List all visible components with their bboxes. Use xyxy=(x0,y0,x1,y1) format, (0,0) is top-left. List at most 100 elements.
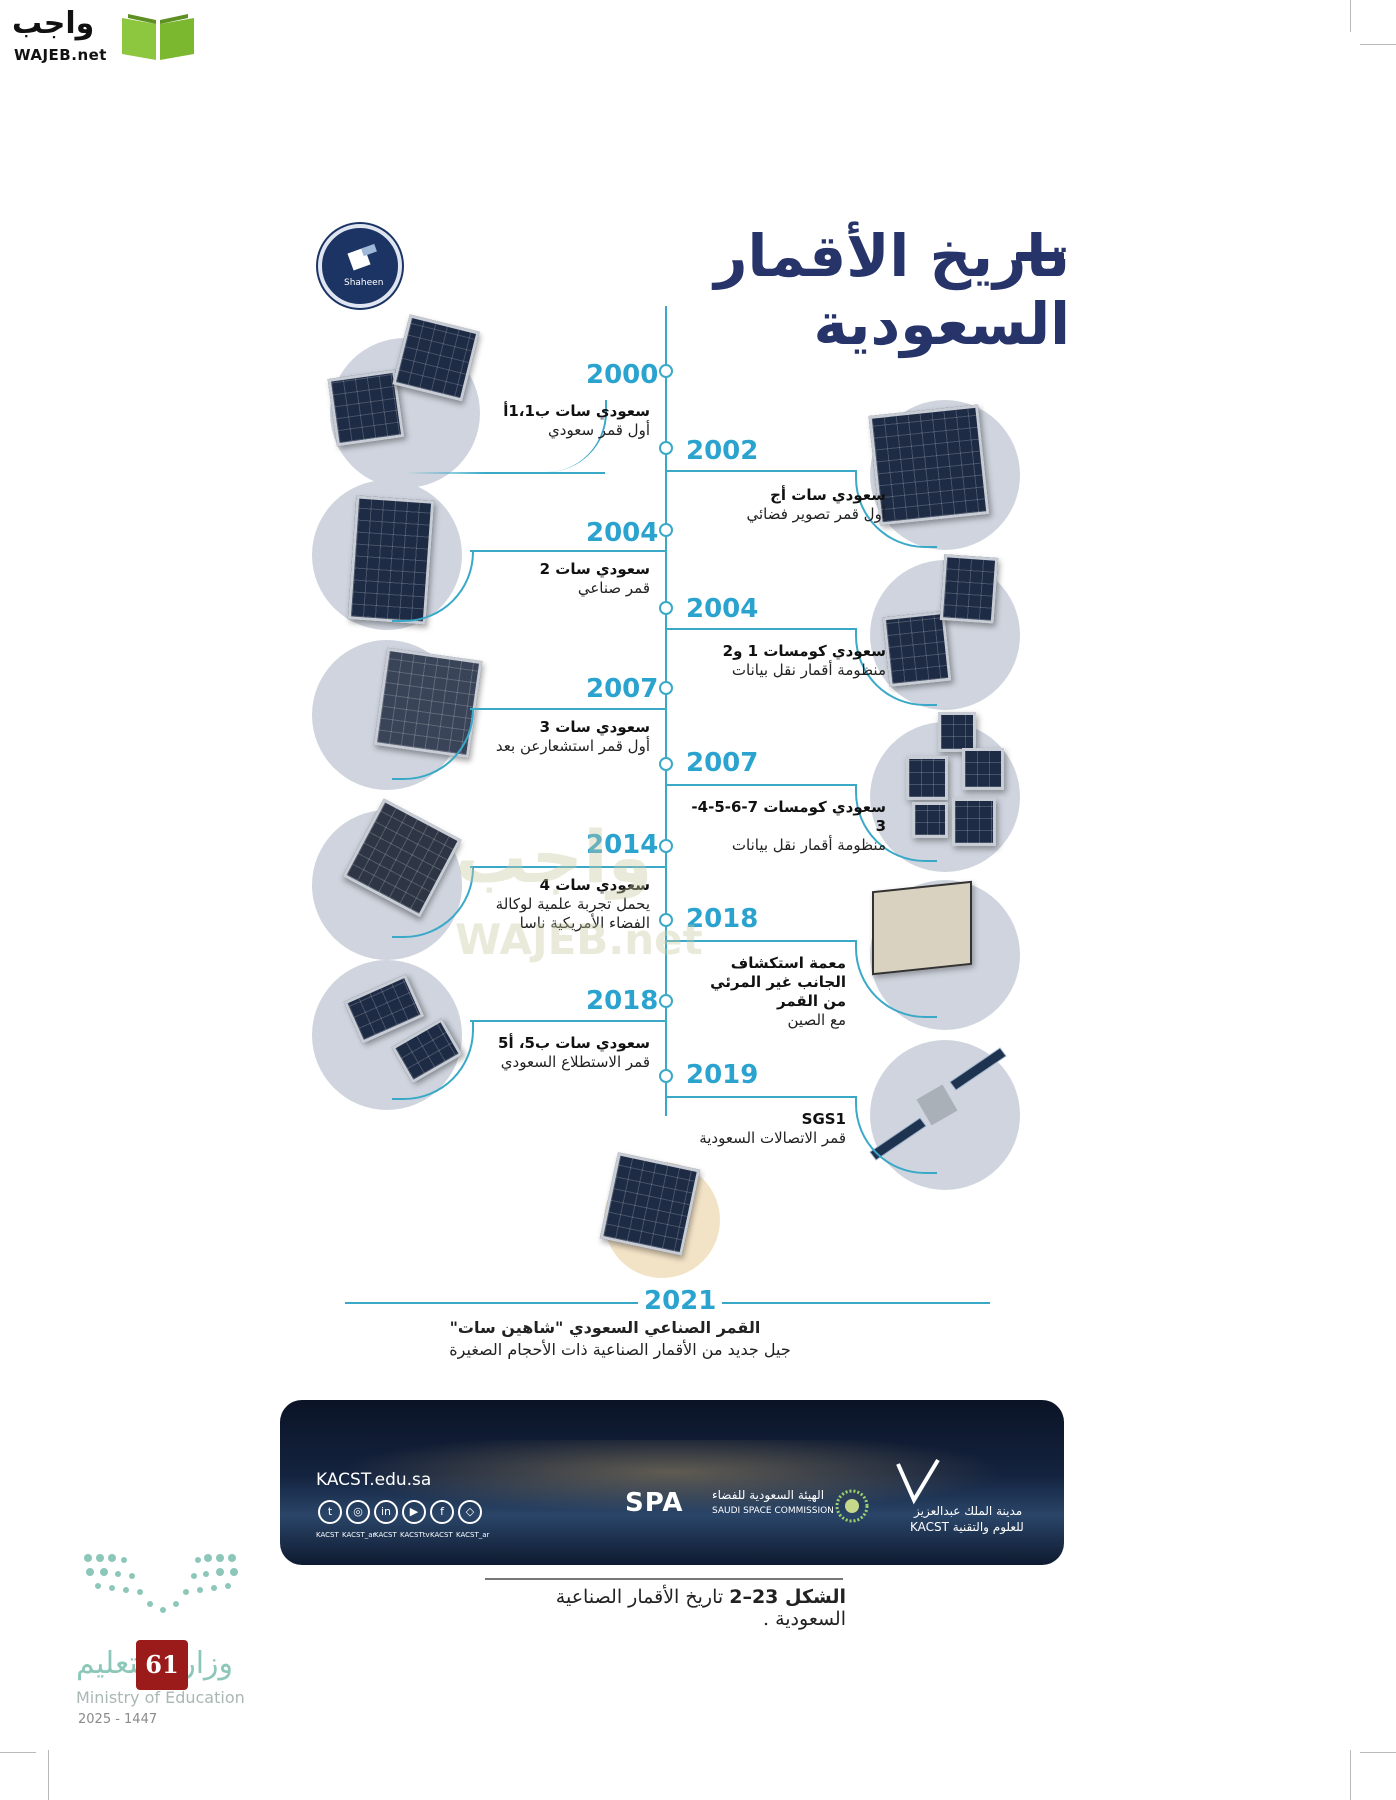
ministry-logo-dots xyxy=(84,1554,238,1613)
event-name: معمة استكشاف الجانب غير المرئي من القمر xyxy=(710,954,846,1010)
social-handle: KACST xyxy=(374,1531,397,1539)
social-handle: KACSTtv xyxy=(400,1531,430,1539)
event-text: معمة استكشاف الجانب غير المرئي من القمر … xyxy=(686,954,846,1030)
event-text: SGS1 قمر الاتصالات السعودية xyxy=(686,1110,846,1148)
connector-line xyxy=(666,784,856,786)
wajeb-watermark: واجب WAJEB.net xyxy=(455,815,965,975)
satellite-icon xyxy=(347,243,377,271)
kacst-url[interactable]: KACST.edu.sa xyxy=(316,1470,432,1490)
kacst-arabic-2: للعلوم والتقنية KACST xyxy=(910,1520,1024,1534)
event-text: سعودي كومسات 7-6-5-4-3 منظومة أقمار نقل … xyxy=(686,798,886,855)
connector-line xyxy=(666,1096,856,1098)
crop-mark xyxy=(1360,44,1396,45)
satellite-image xyxy=(938,712,976,752)
ssc-arabic: الهيئة السعودية للفضاء xyxy=(712,1488,825,1502)
event-desc: قمر الاستطلاع السعودي xyxy=(500,1053,650,1071)
ssc-emblem-icon xyxy=(835,1489,869,1523)
event-desc: منظومة أقمار نقل بيانات xyxy=(731,661,886,679)
event-name: SGS1 xyxy=(801,1110,846,1128)
caption-rule xyxy=(485,1578,843,1580)
event-name: سعودي سات أج xyxy=(770,486,886,504)
connector-line xyxy=(470,866,666,868)
social-handle: KACST_ar xyxy=(456,1531,490,1539)
crop-mark xyxy=(1350,1750,1351,1800)
crop-mark xyxy=(48,1750,49,1800)
event-desc: أول قمر تصوير فضائي xyxy=(746,505,886,523)
event-text: سعودي سات 2 قمر صناعي xyxy=(430,560,650,598)
watermark-arabic: واجب xyxy=(455,815,653,899)
event-name: سعودي سات 2 xyxy=(539,560,650,578)
event-name: سعودي سات ب5، أ5 xyxy=(498,1034,650,1052)
connector-line xyxy=(470,550,666,552)
crop-mark xyxy=(1350,0,1351,32)
figure-caption: الشكل 23–2 تاريخ الأقمار الصناعية السعود… xyxy=(480,1586,846,1630)
event-year: 2018 xyxy=(586,986,659,1016)
event-name: سعودي كومسات 1 و2 xyxy=(722,642,886,660)
ssc-english: SAUDI SPACE COMMISSION xyxy=(712,1506,834,1516)
final-name: القمر الصناعي السعودي "شاهين سات" xyxy=(449,1318,761,1337)
event-name: سعودي سات 4 xyxy=(539,876,650,894)
timeline-dot xyxy=(659,681,673,695)
event-desc: قمر صناعي xyxy=(577,579,650,597)
title-dash xyxy=(1016,252,1064,261)
event-year: 2004 xyxy=(686,594,759,624)
final-desc: جيل جديد من الأقمار الصناعية ذات الأحجام… xyxy=(449,1340,791,1359)
event-desc: يحمل تجربة علمية لوكالة الفضاء الأمريكية… xyxy=(495,895,650,932)
event-text: سعودي سات ب1،1أ أول قمر سعودي xyxy=(430,402,650,440)
timeline-dot xyxy=(659,994,673,1008)
event-year: 2000 xyxy=(586,360,659,390)
event-year: 2002 xyxy=(686,436,759,466)
facebook-icon[interactable]: f xyxy=(430,1500,454,1524)
event-text: سعودي كومسات 1 و2 منظومة أقمار نقل بيانا… xyxy=(686,642,886,680)
ministry-english: Ministry of Education xyxy=(76,1688,245,1707)
timeline-spine xyxy=(665,306,667,1116)
spa-logo: SPA xyxy=(625,1488,684,1518)
event-name: سعودي كومسات 7-6-5-4-3 xyxy=(691,798,886,835)
event-text: سعودي سات 4 يحمل تجربة علمية لوكالة الفض… xyxy=(470,876,650,933)
event-year: 2007 xyxy=(686,748,759,778)
timeline-dot xyxy=(659,364,673,378)
kacst-emblem-icon xyxy=(896,1458,940,1505)
event-year: 2007 xyxy=(586,674,659,704)
satellite-image xyxy=(939,554,999,624)
ministry-year: 2025 - 1447 xyxy=(78,1712,158,1727)
connector-line xyxy=(470,1020,666,1022)
event-name: سعودي سات 3 xyxy=(539,718,650,736)
youtube-icon[interactable]: ▶ xyxy=(402,1500,426,1524)
event-desc: منظومة أقمار نقل بيانات xyxy=(731,836,886,854)
brand-english: WAJEB.net xyxy=(14,46,107,64)
timeline-dot xyxy=(659,913,673,927)
social-handle: KACST_ar xyxy=(342,1531,376,1539)
connector-line xyxy=(666,940,856,942)
connector-line xyxy=(405,472,605,474)
twitter-icon[interactable]: t xyxy=(318,1500,342,1524)
event-desc: أول قمر سعودي xyxy=(548,421,650,439)
book-icon xyxy=(122,14,194,60)
earth-banner: KACST.edu.sa t ◎ in ▶ f ◇ KACST KACST_ar… xyxy=(280,1400,1064,1565)
kacst-arabic-1: مدينة الملك عبدالعزيز xyxy=(914,1504,1023,1518)
page-number: 61 xyxy=(136,1640,188,1690)
event-text: سعودي سات ب5، أ5 قمر الاستطلاع السعودي xyxy=(430,1034,650,1072)
timeline-dot xyxy=(659,523,673,537)
shaheen-badge: Shaheen xyxy=(318,224,402,308)
event-year: 2014 xyxy=(586,830,659,860)
satellite-image xyxy=(599,1152,701,1256)
snapchat-icon[interactable]: ◇ xyxy=(458,1500,482,1524)
instagram-icon[interactable]: ◎ xyxy=(346,1500,370,1524)
badge-label: Shaheen xyxy=(344,278,384,288)
timeline-dot xyxy=(659,757,673,771)
wajeb-logo[interactable]: واجب WAJEB.net xyxy=(10,6,194,66)
infographic-title: تاريخ الأقمار السعودية xyxy=(714,222,1070,358)
satellite-image xyxy=(962,748,1004,790)
event-year: 2019 xyxy=(686,1060,759,1090)
event-text: سعودي سات 3 أول قمر استشعارعن بعد xyxy=(430,718,650,756)
crop-mark xyxy=(1360,1752,1396,1753)
linkedin-icon[interactable]: in xyxy=(374,1500,398,1524)
watermark-english: WAJEB.net xyxy=(455,915,703,964)
event-year: 2004 xyxy=(586,518,659,548)
event-desc: قمر الاتصالات السعودية xyxy=(699,1129,846,1147)
event-year: 2018 xyxy=(686,904,759,934)
figure-text: تاريخ الأقمار الصناعية السعودية . xyxy=(555,1586,846,1630)
satellite-image xyxy=(952,798,996,846)
figure-label: الشكل 23–2 xyxy=(729,1586,846,1608)
